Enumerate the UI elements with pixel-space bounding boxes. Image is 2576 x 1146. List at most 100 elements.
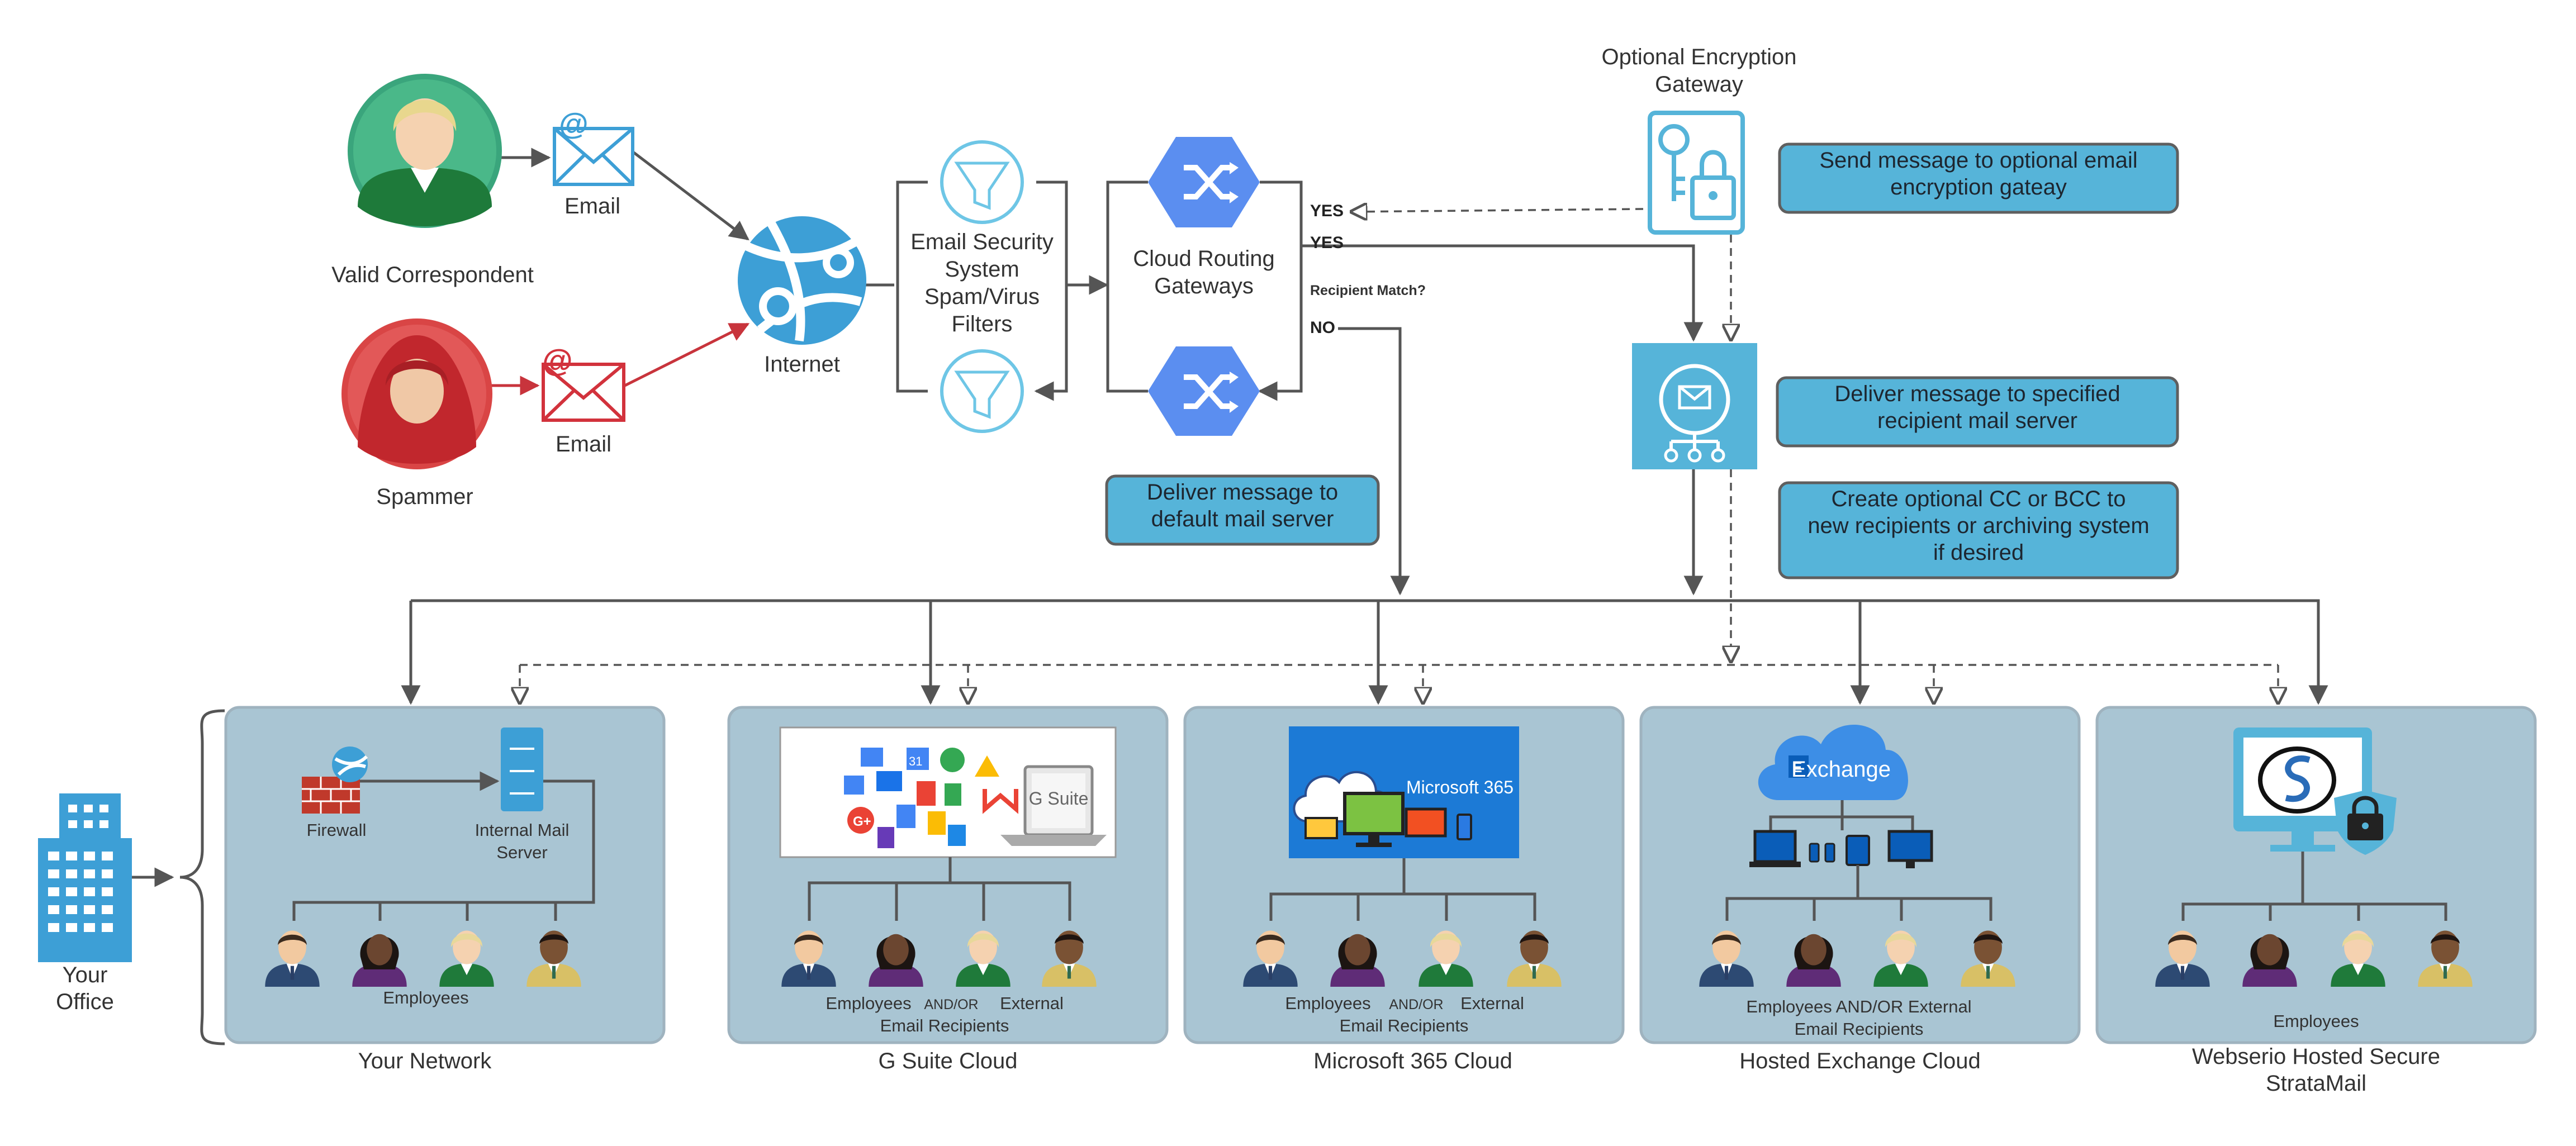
globe-network-icon [738, 216, 866, 345]
m365-logo-text: Microsoft 365 [1406, 777, 1514, 797]
funnel-icon [940, 140, 1024, 224]
key-lock-icon [1648, 111, 1745, 235]
panel-exchange: E Exchange Employees AND/OR External Ema… [1639, 706, 2081, 1044]
email-valid-node: @ Email [553, 107, 634, 218]
encryption-label-line1: Optional Encryption [1601, 45, 1796, 69]
internet-node: Internet [738, 216, 866, 377]
note-default-line2: default mail server [1151, 507, 1334, 531]
note-deliver-default: Deliver message to default mail server [1105, 474, 1380, 546]
shuffle-icon [1148, 137, 1260, 227]
security-label-line4: Filters [952, 312, 1013, 336]
svg-text:31: 31 [909, 754, 922, 768]
panel-title-stratamail-line1: Webserio Hosted Secure [2192, 1044, 2440, 1069]
spammer-label: Spammer [376, 484, 473, 509]
cloud-icon: E Exchange [1758, 724, 1908, 800]
note-specified-line1: Deliver message to specified [1834, 382, 2120, 406]
routing-label-line1: Cloud Routing [1133, 246, 1275, 271]
monitor-icon [1749, 830, 1801, 867]
recipient-match-label: Recipient Match? [1310, 283, 1426, 298]
m365-recipients-label: Email Recipients [1340, 1016, 1469, 1035]
m365-external-label: External [1460, 993, 1524, 1013]
person-icon [358, 98, 492, 226]
note-encrypt-line1: Send message to optional email [1819, 148, 2137, 173]
monitor-icon [1343, 792, 1405, 847]
monitor-icon [1887, 830, 1933, 868]
email-valid-label: Email [564, 194, 620, 218]
security-label-line3: Spam/Virus [924, 284, 1040, 309]
svg-text:G+: G+ [853, 814, 871, 829]
panel-title-exchange: Hosted Exchange Cloud [1739, 1049, 1980, 1073]
mail-hub-icon [1632, 343, 1757, 469]
padlock-icon [2334, 790, 2397, 855]
gsuite-logo: 31 G+ G Suite [779, 726, 1117, 858]
panel-title-gsuite: G Suite Cloud [878, 1049, 1017, 1073]
gsuite-logo-text: G Suite [1029, 788, 1089, 809]
note-deliver-specified: Deliver message to specified recipient m… [1776, 376, 2179, 448]
flow-connectors [132, 148, 2328, 1045]
svg-text:E: E [1792, 759, 1802, 776]
cloud-routing-node: Cloud Routing Gateways [1133, 137, 1275, 436]
no-label: NO [1310, 318, 1335, 337]
exchange-recipients-line1: Employees AND/OR External [1746, 997, 1971, 1016]
server-icon [501, 727, 543, 811]
svg-text:@: @ [559, 107, 589, 141]
mail-server-label-line1: Internal Mail [475, 820, 570, 840]
note-cc-line1: Create optional CC or BCC to [1832, 487, 2126, 511]
panel-title-network: Your Network [358, 1049, 492, 1073]
office-label-line2: Office [56, 990, 114, 1014]
stratamail-employees-label: Employees [2273, 1011, 2359, 1031]
panel-stratamail: Employees [2095, 706, 2537, 1044]
panel-m365: Microsoft 365 Employees AND/OR External … [1183, 706, 1625, 1044]
note-specified-line2: recipient mail server [1877, 408, 2077, 433]
firewall-label: Firewall [307, 820, 367, 840]
envelope-icon: @ [553, 107, 634, 186]
gsuite-external-label: External [1000, 993, 1064, 1013]
email-spam-node: @ Email [542, 343, 625, 457]
yes-label-solid: YES [1310, 234, 1344, 252]
m365-andor-label: AND/OR [1389, 997, 1443, 1012]
firewall-icon [302, 746, 368, 814]
gsuite-recipients-label: Email Recipients [880, 1016, 1009, 1035]
your-office: Your Office [38, 793, 132, 1014]
panel-title-stratamail-line2: StrataMail [2266, 1071, 2366, 1096]
decision-labels: YES YES Recipient Match? NO [1310, 202, 1426, 337]
m365-logo: Microsoft 365 [1289, 726, 1519, 858]
hooded-spammer-icon [358, 335, 476, 464]
exchange-logo-text: Exchange [1791, 757, 1891, 782]
office-label-line1: Your [63, 963, 108, 987]
gsuite-andor-label: AND/OR [924, 997, 978, 1012]
note-encrypt: Send message to optional email encryptio… [1778, 142, 2179, 214]
email-security-node: Email Security System Spam/Virus Filters [910, 140, 1054, 433]
routing-label-line2: Gateways [1154, 274, 1254, 298]
valid-correspondent-node: Valid Correspondent [331, 74, 534, 287]
encryption-gateway-node: Optional Encryption Gateway [1601, 45, 1797, 235]
security-label-line1: Email Security [910, 230, 1054, 254]
security-label-line2: System [945, 257, 1019, 282]
mail-hub-node [1632, 343, 1757, 469]
exchange-recipients-line2: Email Recipients [1795, 1019, 1924, 1039]
envelope-icon: @ [542, 343, 625, 422]
note-default-line1: Deliver message to [1147, 480, 1338, 505]
internet-label: Internet [764, 352, 840, 377]
note-cc-line3: if desired [1933, 540, 2024, 565]
note-encrypt-line2: encryption gateay [1890, 175, 2067, 199]
note-cc-bcc: Create optional CC or BCC to new recipie… [1778, 481, 2179, 579]
shuffle-icon [1148, 346, 1260, 436]
building-icon [38, 793, 132, 962]
email-spam-label: Email [556, 432, 611, 457]
valid-correspondent-label: Valid Correspondent [331, 263, 534, 287]
network-employees-label: Employees [383, 988, 468, 1007]
gsuite-employees-label: Employees [826, 993, 911, 1013]
note-cc-line2: new recipients or archiving system [1808, 513, 2149, 538]
mail-server-label-line2: Server [496, 843, 547, 862]
encryption-label-line2: Gateway [1655, 72, 1743, 97]
funnel-icon [940, 349, 1024, 433]
panel-title-m365: Microsoft 365 Cloud [1313, 1049, 1512, 1073]
spammer-node: Spammer [341, 318, 492, 509]
yes-label-dashed: YES [1310, 202, 1344, 220]
panel-your-network: Firewall Internal Mail Server Employees [224, 706, 666, 1044]
panel-gsuite: 31 G+ G Suite Employees AND/OR External [727, 706, 1169, 1044]
m365-employees-label: Employees [1285, 993, 1370, 1013]
svg-text:@: @ [542, 343, 573, 378]
